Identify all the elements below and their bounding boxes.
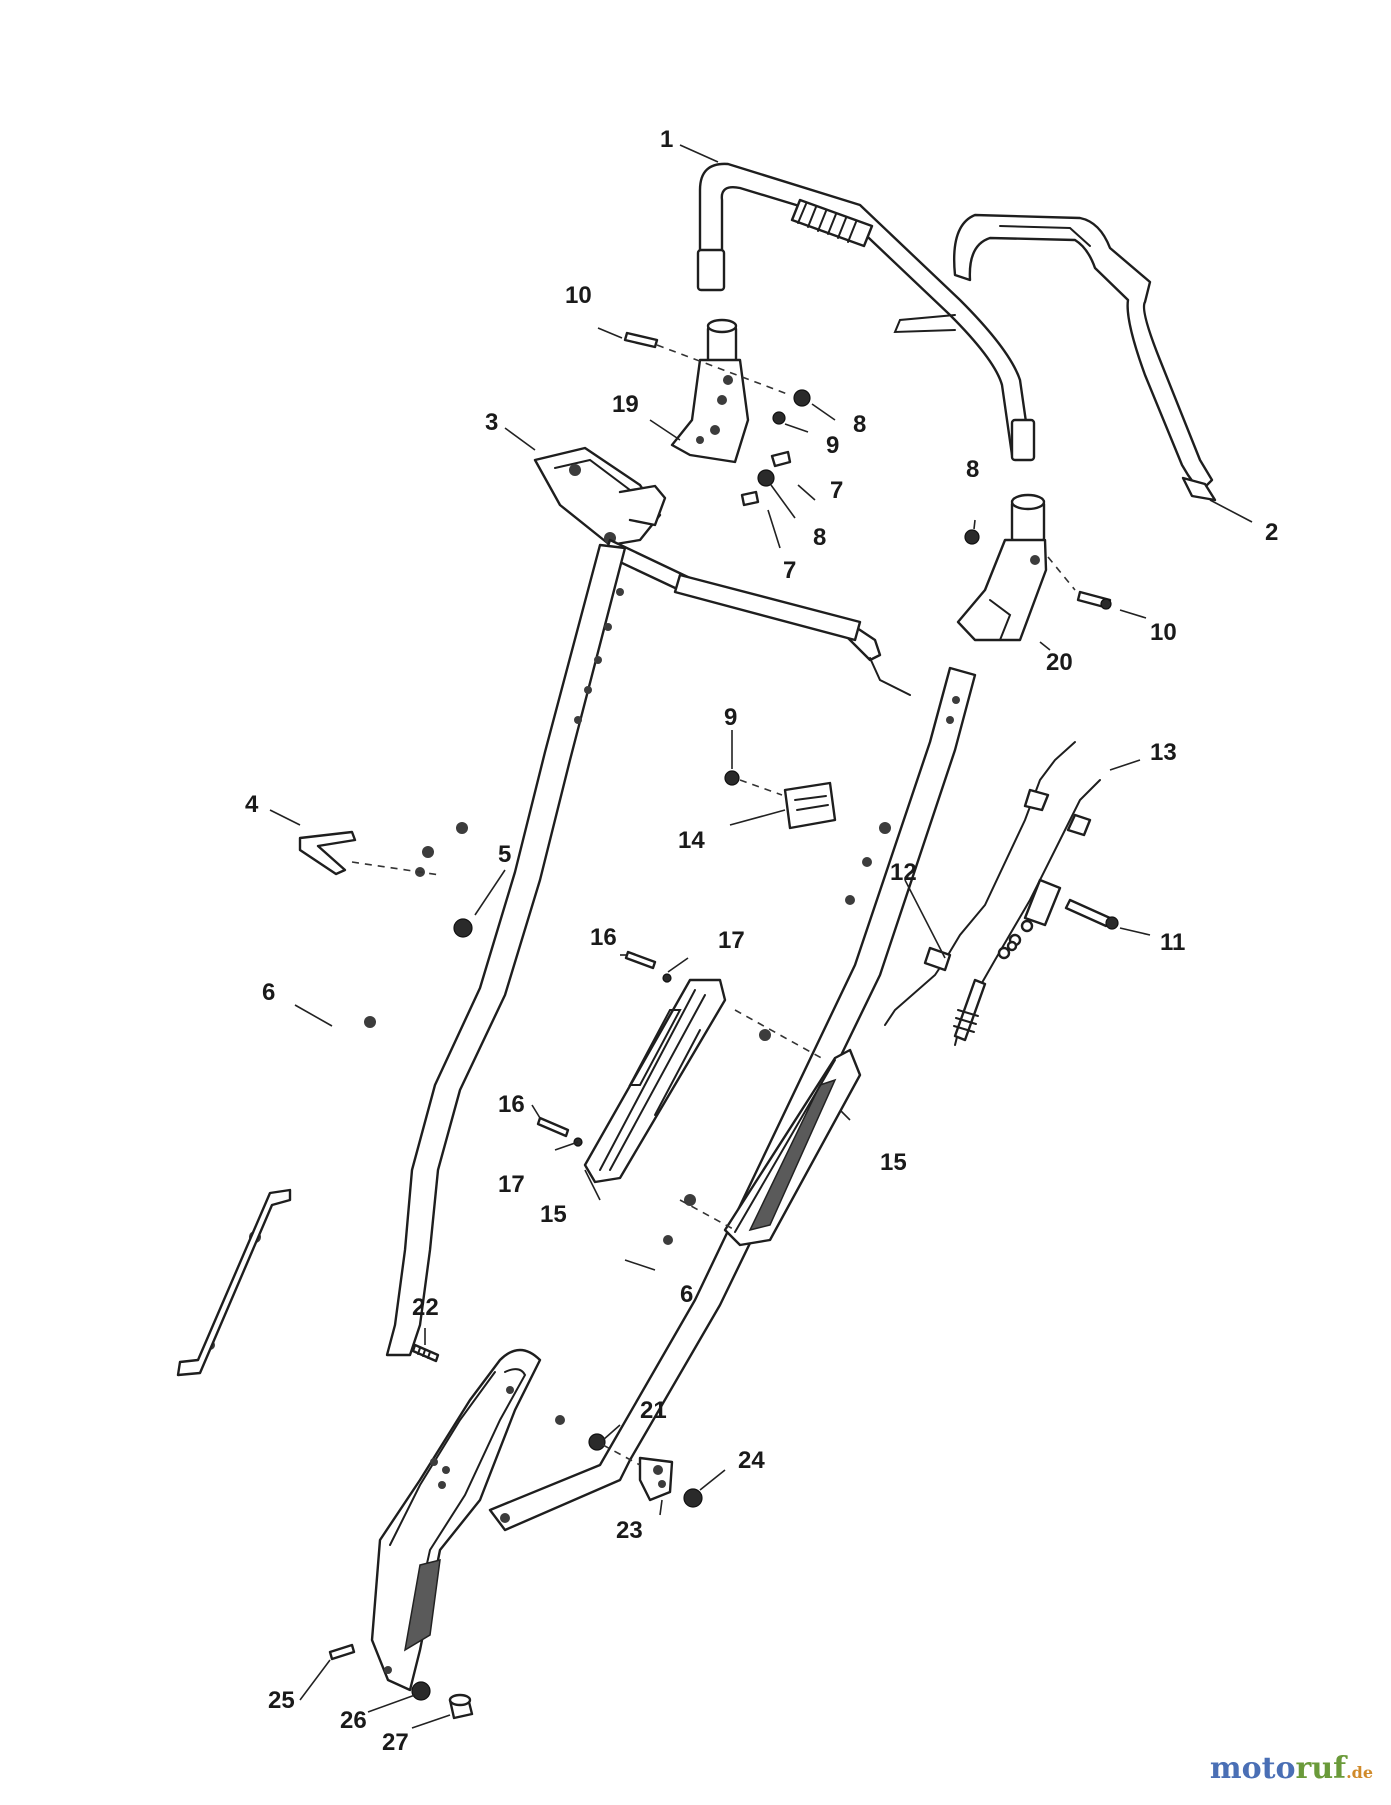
control-lever (533, 446, 911, 696)
wheel-bracket (370, 1343, 542, 1692)
callout-8-lower: 8 (813, 524, 826, 551)
callout-6-right: 6 (680, 1281, 693, 1308)
fasteners-mid (536, 950, 672, 1147)
screw-7-upper (770, 450, 792, 468)
callout-1: 1 (660, 126, 673, 153)
washer-17-upper (662, 973, 672, 983)
watermark-logo: motoruf.de (1210, 1751, 1373, 1786)
callout-20: 20 (1046, 649, 1073, 676)
leader-lines (269, 144, 1253, 1729)
right-handle-tube (488, 666, 977, 1532)
callout-13: 13 (1150, 739, 1177, 766)
handle-grip (790, 198, 874, 248)
knob-23 (638, 1456, 674, 1502)
bolt-25 (328, 1643, 356, 1661)
knob-assembly (588, 1433, 703, 1508)
right-handle-bracket (956, 493, 1048, 642)
nut-8-upper (793, 389, 811, 407)
callout-labels: 1 2 3 4 5 6 6 7 7 8 8 8 9 9 10 10 11 12 … (245, 126, 1278, 1756)
fasteners-bottom (328, 1643, 474, 1720)
callout-10-right: 10 (1150, 619, 1177, 646)
battery-box-mount (583, 978, 727, 1184)
callout-27: 27 (382, 1729, 409, 1756)
assembly-lines (351, 344, 1076, 1466)
watermark-part1: moto (1209, 1751, 1296, 1786)
callout-17-lower: 17 (498, 1171, 525, 1198)
nut-24 (683, 1488, 703, 1508)
callout-21: 21 (640, 1397, 667, 1424)
callout-2: 2 (1265, 519, 1278, 546)
clip (298, 830, 357, 876)
callout-6-left: 6 (262, 979, 275, 1006)
callout-8-upper: 8 (853, 411, 866, 438)
callout-22: 22 (412, 1294, 439, 1321)
screw-16-upper (624, 950, 657, 970)
cables (884, 741, 1101, 1046)
callout-14: 14 (678, 827, 705, 854)
nut-8-right (964, 529, 980, 545)
callout-23: 23 (616, 1517, 643, 1544)
callout-16-lower: 16 (498, 1091, 525, 1118)
bolt-22 (411, 1343, 440, 1363)
callout-25: 25 (268, 1687, 295, 1714)
callout-12: 12 (890, 859, 917, 886)
callout-3: 3 (485, 409, 498, 436)
nut-26 (411, 1681, 431, 1701)
callout-26: 26 (340, 1707, 367, 1734)
callout-9-lower: 9 (724, 704, 737, 731)
watermark-part3: .de (1346, 1763, 1373, 1782)
cable-guide (724, 770, 837, 830)
callout-17-upper: 17 (718, 927, 745, 954)
nut-8-lower (757, 469, 775, 487)
upper-handle-bar (696, 162, 1036, 462)
bail-lever (953, 213, 1217, 502)
callout-16-upper: 16 (590, 924, 617, 951)
washer-21 (588, 1433, 606, 1451)
callout-11: 11 (1160, 929, 1185, 956)
callout-24: 24 (738, 1447, 765, 1474)
callout-8-right: 8 (966, 456, 979, 483)
fasteners-upper (623, 331, 1112, 610)
callout-4: 4 (245, 791, 259, 818)
callout-7-upper: 7 (830, 477, 843, 504)
callout-7-lower: 7 (783, 557, 796, 584)
screw-16-lower (536, 1116, 570, 1138)
callout-9-upper: 9 (826, 432, 839, 459)
callout-15-right: 15 (880, 1149, 907, 1176)
bolt-10-left (623, 331, 659, 349)
callout-10-left: 10 (565, 282, 592, 309)
callout-19: 19 (612, 391, 639, 418)
screw-7-lower (740, 490, 760, 507)
left-handle-tube (176, 543, 627, 1377)
bolt-11 (1064, 898, 1119, 930)
knob (453, 918, 473, 938)
left-handle-bracket (670, 318, 750, 464)
washer-9-upper (772, 411, 786, 425)
battery-cover (723, 1048, 862, 1247)
callout-5: 5 (498, 841, 511, 868)
watermark-part2: ruf (1295, 1751, 1347, 1786)
callout-15-left: 15 (540, 1201, 567, 1228)
